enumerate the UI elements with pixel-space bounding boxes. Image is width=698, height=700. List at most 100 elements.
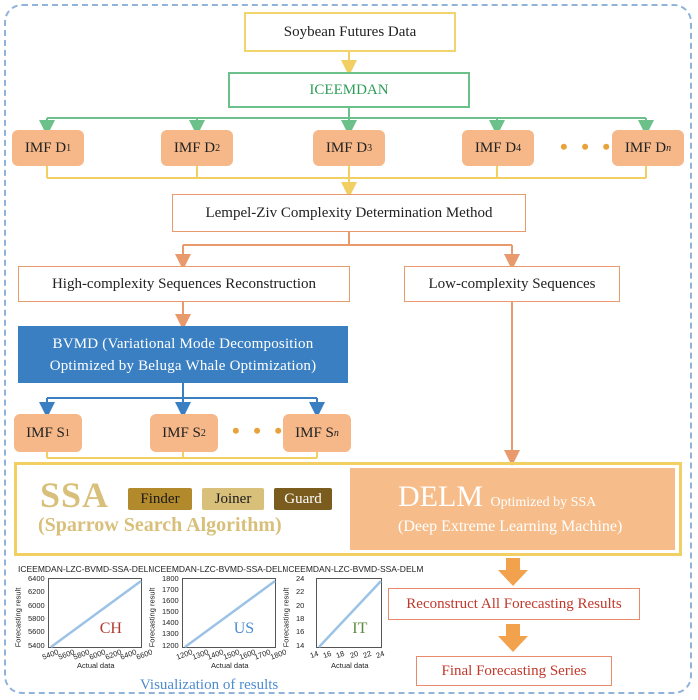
mini-chart-plot-area <box>48 578 142 649</box>
node-lempel-label: Lempel-Ziv Complexity Determination Meth… <box>205 204 493 221</box>
mini-chart-country-code: CH <box>99 620 122 637</box>
imf-s-2-sub: 2 <box>200 427 206 439</box>
delm-title: DELM Optimized by SSA <box>398 480 596 514</box>
mini-chart-title: ICEEMDAN-LZC-BVMD-SSA-DELM <box>18 564 156 574</box>
mini-chart-xtick: 16 <box>321 648 333 661</box>
delm-title-text: DELM <box>398 480 483 513</box>
mini-chart-fit-line <box>318 580 382 648</box>
node-high-label: High-complexity Sequences Reconstruction <box>51 275 317 292</box>
imf-s-1-sub: 1 <box>64 427 70 439</box>
mini-chart-xlabel: Actual data <box>77 661 115 670</box>
node-bvmd: BVMD (Variational Mode Decomposition Opt… <box>18 326 348 383</box>
mini-chart-plot-area <box>182 578 276 649</box>
mini-chart-ytick: 22 <box>296 587 305 597</box>
tag-finder: Finder <box>128 488 192 510</box>
node-low-label: Low-complexity Sequences <box>428 275 596 292</box>
ssa-subtitle: (Sparrow Search Algorithm) <box>38 514 282 536</box>
imf-d-3-label: IMF D <box>325 139 368 156</box>
mini-chart-ytick: 24 <box>296 574 305 583</box>
mini-chart-diagonal <box>50 579 142 649</box>
ssa-title: SSA <box>40 475 110 515</box>
mini-chart-xlabel: Actual data <box>211 661 249 670</box>
mini-chart-ytick: 6400 <box>28 574 45 583</box>
mini-chart-diagonal <box>184 579 276 649</box>
node-bvmd-line2: Optimized by Beluga Whale Optimization) <box>49 357 317 374</box>
mini-chart-ytick: 1500 <box>162 607 179 617</box>
mini-chart-ytick: 14 <box>296 640 305 650</box>
mini-chart-xlabel: Actual data <box>331 661 369 670</box>
imf-d-n-label: IMF D <box>624 139 667 156</box>
delm-optimized: Optimized by SSA <box>490 495 597 510</box>
imf-d-2-label: IMF D <box>173 139 216 156</box>
node-final: Final Forecasting Series <box>416 656 612 686</box>
node-soybean-label: Soybean Futures Data <box>283 23 417 40</box>
mini-chart-ytick: 20 <box>296 600 305 610</box>
node-iceemdan-label: ICEEMDAN <box>309 81 389 98</box>
outer-dashed-frame <box>4 4 692 694</box>
mini-chart-country-code: IT <box>352 620 368 637</box>
mini-chart-title: ICEEMDAN-LZC-BVMD-SSA-DELM <box>152 564 290 574</box>
node-low-complexity: Low-complexity Sequences <box>404 266 620 302</box>
mini-chart-title: ICEEMDAN-LZC-BVMD-SSA-DELM <box>286 564 424 574</box>
node-soybean-futures-data: Soybean Futures Data <box>244 12 456 52</box>
mini-chart-ytick: 1300 <box>162 629 179 639</box>
mini-chart-ytick: 1600 <box>162 596 179 606</box>
mini-chart-ytick: 1700 <box>162 585 179 595</box>
fat-arrow-1 <box>498 558 528 586</box>
mini-chart-ytick: 1200 <box>162 640 179 650</box>
imf-s-1-label: IMF S <box>26 424 65 441</box>
node-reconstruct-label: Reconstruct All Forecasting Results <box>406 595 622 612</box>
mini-chart-xtick: 14 <box>308 648 320 661</box>
node-final-label: Final Forecasting Series <box>441 662 587 679</box>
mini-chart-ytick: 1400 <box>162 618 179 628</box>
node-bvmd-line1: BVMD (Variational Mode Decomposition <box>52 335 314 352</box>
mini-chart-ylabel: Forecasting result <box>147 587 157 648</box>
mini-chart-ytick: 5600 <box>28 627 45 637</box>
mini-chart-diagonal <box>318 580 382 648</box>
imf-s-ellipsis: • • • <box>232 418 287 443</box>
delm-panel <box>350 468 675 550</box>
imf-d-2-sub: 2 <box>215 142 221 154</box>
mini-chart-fit-line <box>184 579 276 649</box>
mini-chart-country-code: US <box>233 620 255 637</box>
tag-joiner: Joiner <box>202 488 264 510</box>
fat-arrow-2 <box>498 624 528 652</box>
mini-chart-ylabel: Forecasting result <box>13 587 23 648</box>
imf-s-n-label: IMF S <box>295 424 334 441</box>
mini-chart-xtick: 20 <box>348 648 360 661</box>
mini-chart-xtick: 22 <box>361 648 373 661</box>
delm-subtitle: (Deep Extreme Learning Machine) <box>398 518 623 535</box>
node-high-complexity: High-complexity Sequences Reconstruction <box>18 266 350 302</box>
mini-chart-xtick: 18 <box>335 648 347 661</box>
imf-s-2-label: IMF S <box>162 424 201 441</box>
imf-s-n-sub: n <box>333 427 339 439</box>
visualization-caption: Visualization of results <box>140 677 279 693</box>
imf-d-1-sub: 1 <box>66 142 72 154</box>
imf-d-4-sub: 4 <box>516 142 522 154</box>
node-lempel-ziv: Lempel-Ziv Complexity Determination Meth… <box>172 194 526 232</box>
mini-chart-ytick: 6200 <box>28 587 45 597</box>
mini-chart-ytick: 5800 <box>28 613 45 623</box>
imf-d-n-sub: n <box>666 142 672 154</box>
mini-chart-ytick: 18 <box>296 613 305 623</box>
mini-chart-ytick: 6000 <box>28 600 45 610</box>
node-iceemdan: ICEEMDAN <box>228 72 470 108</box>
mini-chart-fit-line <box>50 579 142 649</box>
imf-d-ellipsis: • • • <box>560 134 615 159</box>
node-reconstruct: Reconstruct All Forecasting Results <box>388 588 640 620</box>
mini-chart-plot-area <box>316 578 382 648</box>
imf-d-1-label: IMF D <box>24 139 67 156</box>
imf-d-3-sub: 3 <box>367 142 373 154</box>
